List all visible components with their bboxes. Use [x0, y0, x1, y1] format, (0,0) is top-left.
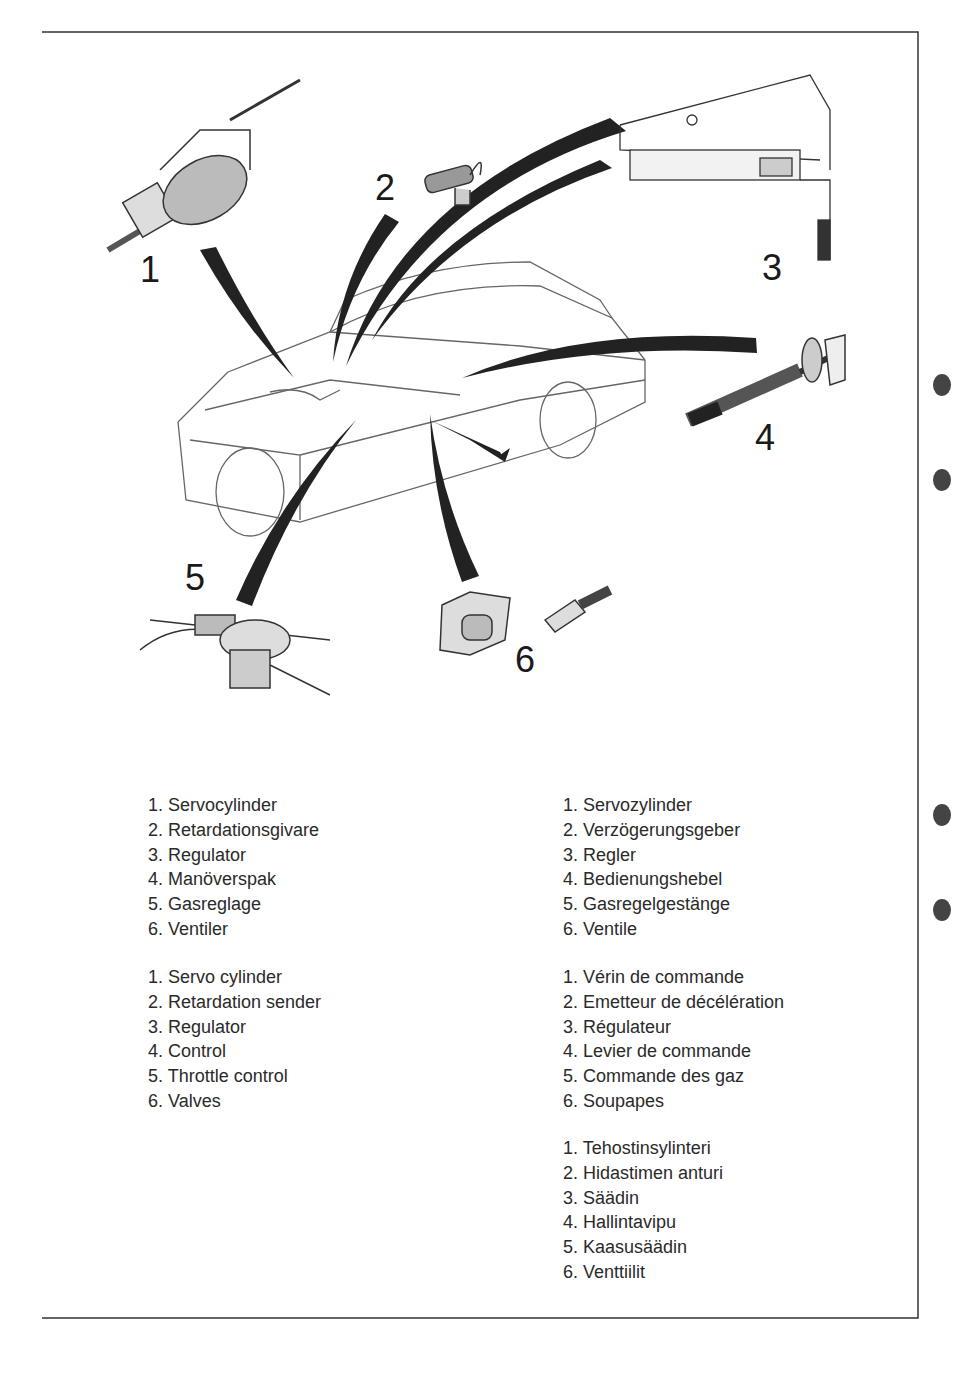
- legend-item: 5. Gasregelgestänge: [563, 893, 730, 915]
- legend-item: 3. Regler: [563, 844, 636, 866]
- legend-item: 2. Retardation sender: [148, 991, 321, 1013]
- legend-item: 3. Regulator: [148, 1016, 246, 1038]
- callout-number: 6: [515, 640, 535, 680]
- legend-item: 5. Throttle control: [148, 1065, 288, 1087]
- legend-item: 6. Ventiler: [148, 918, 228, 940]
- legend-item: 6. Venttiilit: [563, 1261, 645, 1283]
- legend-item: 2. Emetteur de décélération: [563, 991, 784, 1013]
- legend-item: 5. Gasreglage: [148, 893, 261, 915]
- legend-item: 1. Servozylinder: [563, 794, 692, 816]
- legend-item: 2. Retardationsgivare: [148, 819, 319, 841]
- callout-number: 3: [762, 248, 782, 288]
- legend-item: 1. Tehostinsylinteri: [563, 1137, 711, 1159]
- legend-item: 3. Säädin: [563, 1187, 639, 1209]
- legend-item: 4. Hallintavipu: [563, 1211, 676, 1233]
- legend-item: 5. Commande des gaz: [563, 1065, 744, 1087]
- callout-number: 1: [140, 250, 160, 290]
- callout-number: 2: [375, 168, 395, 208]
- legend-item: 1. Servo cylinder: [148, 966, 282, 988]
- legend-item: 1. Vérin de commande: [563, 966, 744, 988]
- legend-item: 3. Regulator: [148, 844, 246, 866]
- legend-item: 4. Bedienungshebel: [563, 868, 722, 890]
- legend-item: 2. Verzögerungsgeber: [563, 819, 740, 841]
- legend-item: 4. Control: [148, 1040, 226, 1062]
- legend-item: 1. Servocylinder: [148, 794, 277, 816]
- legend-item: 3. Régulateur: [563, 1016, 671, 1038]
- callout-number: 4: [755, 418, 775, 458]
- legend-item: 6. Ventile: [563, 918, 637, 940]
- legend-item: 4. Manöverspak: [148, 868, 276, 890]
- legend-item: 6. Valves: [148, 1090, 221, 1112]
- legend-item: 4. Levier de commande: [563, 1040, 751, 1062]
- legend-item: 5. Kaasusäädin: [563, 1236, 687, 1258]
- callout-number: 5: [185, 558, 205, 598]
- legend-item: 6. Soupapes: [563, 1090, 664, 1112]
- legend-item: 2. Hidastimen anturi: [563, 1162, 723, 1184]
